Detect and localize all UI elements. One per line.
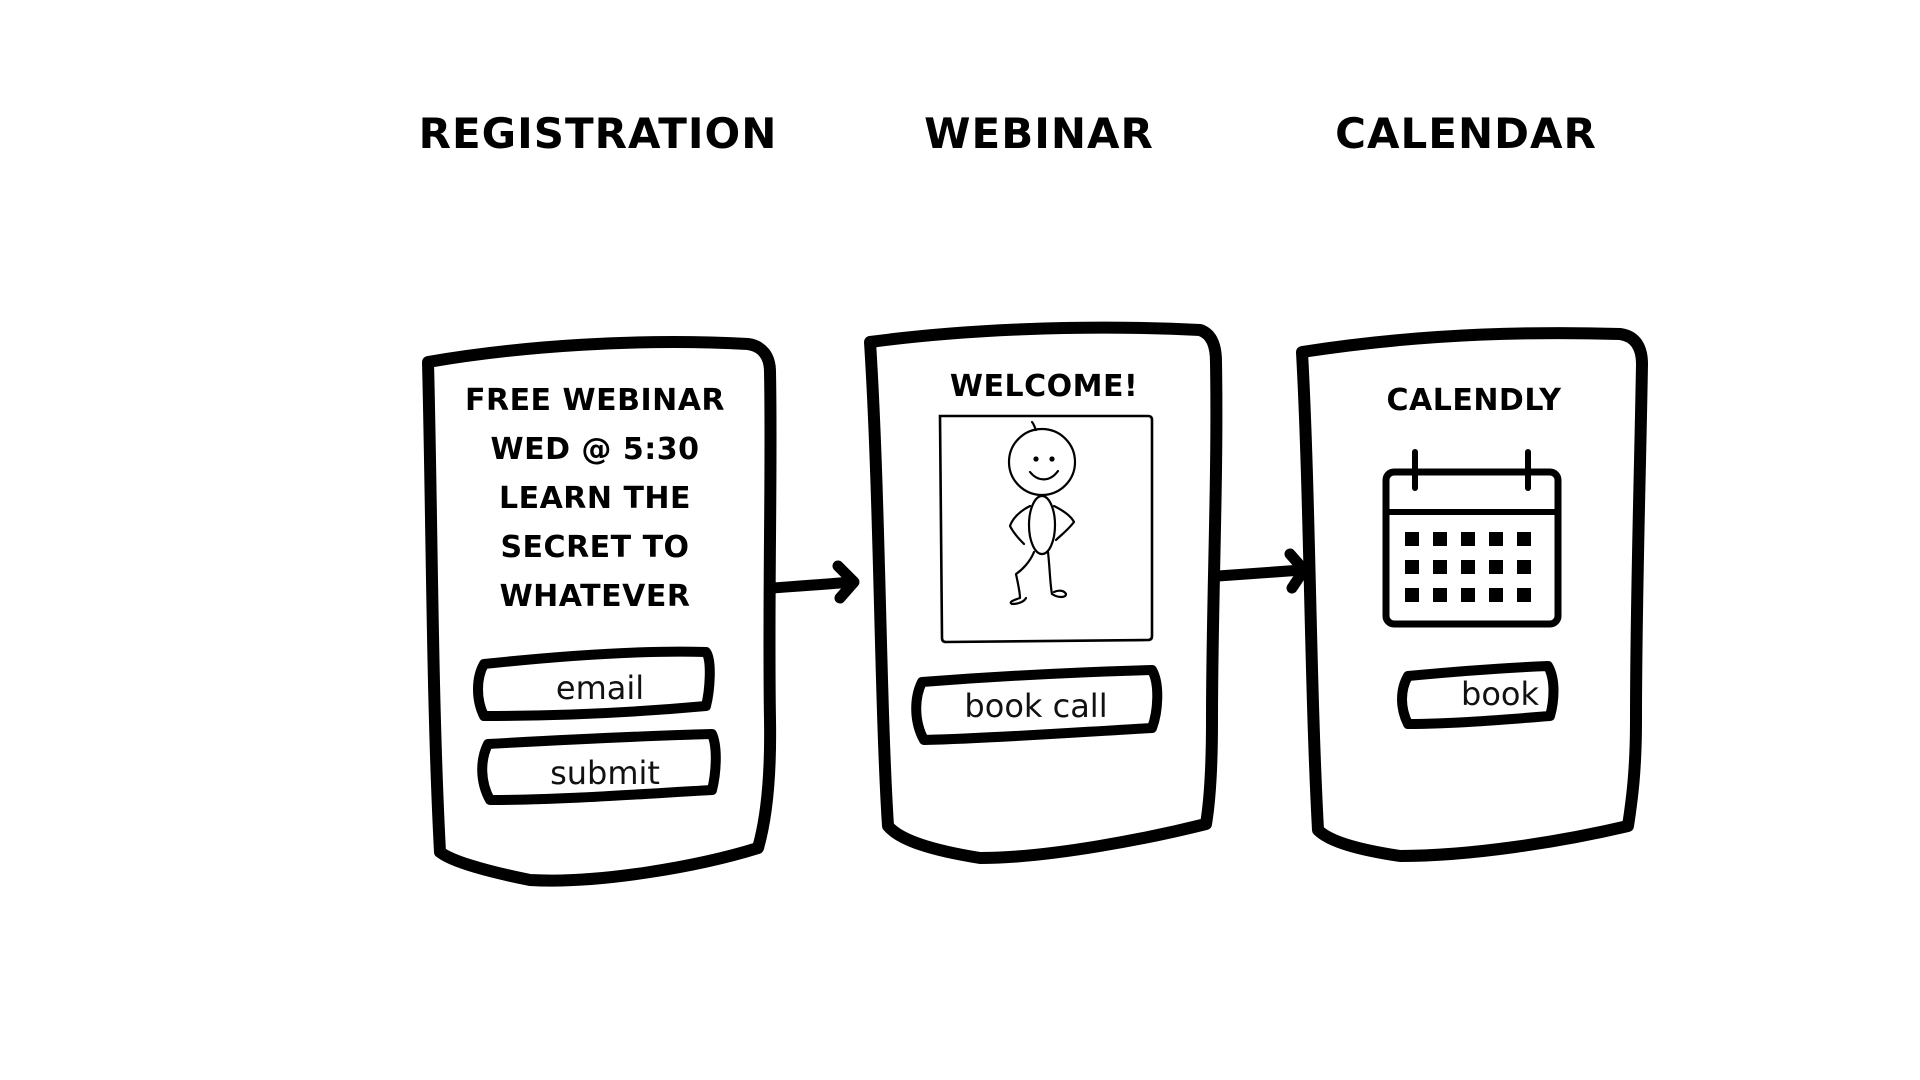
calendar-heading: CALENDAR (1335, 109, 1597, 158)
arrow-webinar-to-calendar (1212, 548, 1310, 594)
book-button[interactable]: book (1397, 661, 1559, 729)
calendar-icon (1382, 449, 1562, 628)
calendar-screen: CALENDLY book (1296, 327, 1648, 862)
submit-button[interactable]: submit (477, 729, 721, 805)
submit-button-label: submit (550, 754, 660, 792)
promo-line-1: FREE WEBINAR (465, 383, 725, 418)
webinar-screen: WELCOME! book call (864, 321, 1223, 864)
email-field[interactable]: email (473, 646, 715, 721)
registration-heading: REGISTRATION (419, 109, 778, 158)
arrow-registration-to-webinar (766, 560, 860, 604)
promo-line-2: WED @ 5:30 (491, 432, 700, 467)
registration-screen: FREE WEBINAR WED @ 5:30 LEARN THE SECRET… (422, 336, 777, 887)
stick-figure-icon (1007, 420, 1077, 606)
promo-line-5: WHATEVER (500, 579, 691, 614)
email-field-label: email (556, 669, 644, 707)
book-call-button-label: book call (964, 687, 1107, 725)
promo-line-4: SECRET TO (500, 530, 689, 565)
webinar-heading: WEBINAR (924, 109, 1154, 158)
calendar-title: CALENDLY (1386, 383, 1562, 418)
promo-line-3: LEARN THE (499, 481, 691, 516)
webinar-title: WELCOME! (950, 369, 1138, 404)
book-button-label: book (1461, 675, 1539, 713)
video-frame (938, 414, 1154, 644)
book-call-button[interactable]: book call (911, 665, 1163, 745)
